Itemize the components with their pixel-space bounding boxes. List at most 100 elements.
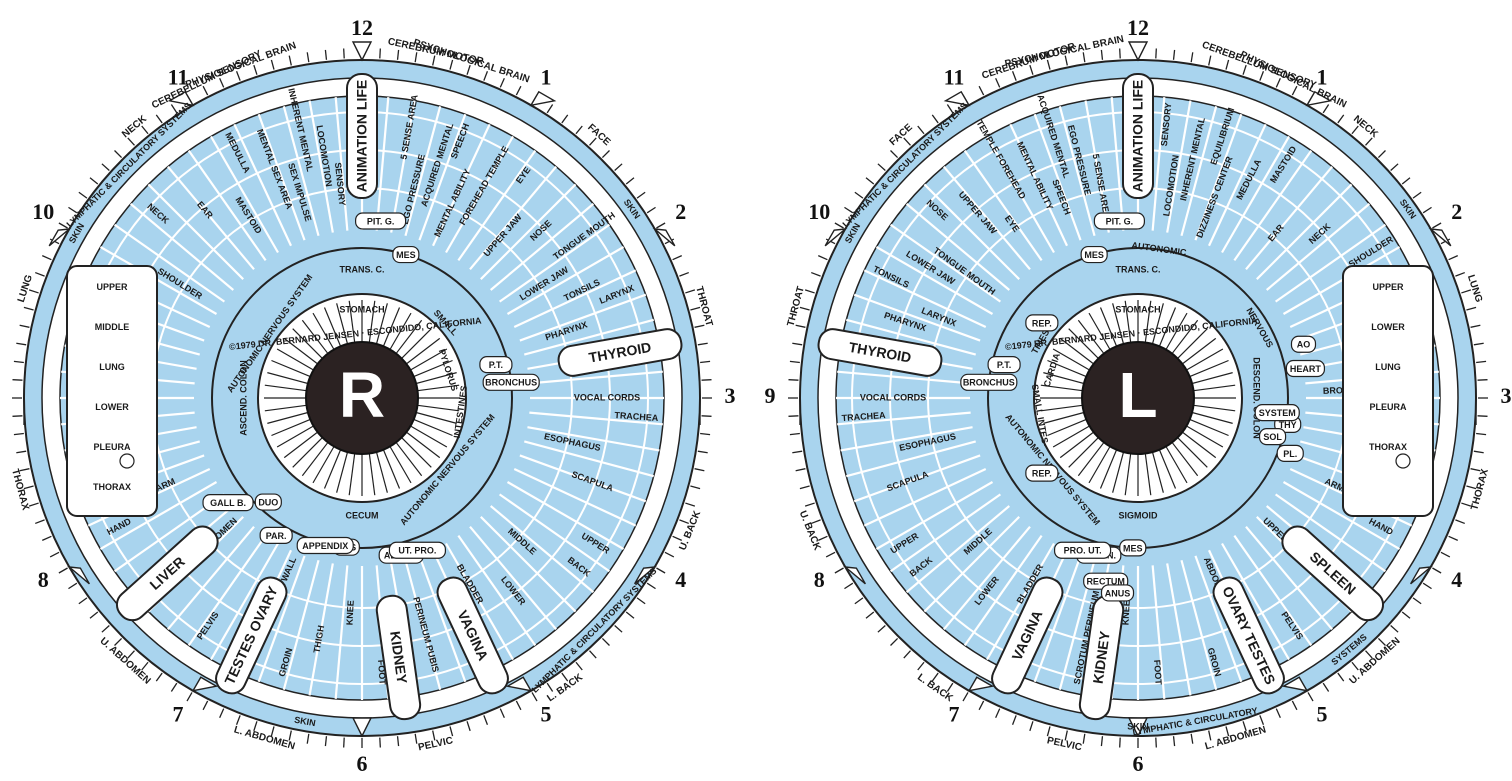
outer-region-label: THORAX [1469, 468, 1491, 512]
body-zone-label: VOCAL CORDS [860, 392, 926, 402]
stomach-spoke [1165, 312, 1188, 350]
stomach-spoke [368, 300, 376, 343]
tick-mark [41, 535, 52, 541]
clock-number: 10 [32, 199, 54, 224]
tick-mark [1473, 342, 1484, 346]
tick-mark [49, 551, 60, 558]
clock-number: 7 [949, 702, 960, 727]
tick-mark [575, 661, 583, 671]
clock-number: 6 [1133, 751, 1144, 776]
tick-mark [664, 551, 675, 558]
tick-mark [589, 137, 597, 146]
tick-mark [58, 222, 68, 229]
thorax-circle-marker [1395, 453, 1411, 469]
small-organ-tag: MES [396, 250, 416, 260]
clock-number: 1 [1317, 64, 1328, 89]
small-organ-tag-shape [1025, 464, 1059, 482]
stomach-spoke [312, 312, 335, 350]
small-organ-tag: GALL B. [210, 498, 246, 508]
stomach-spoke [264, 384, 307, 392]
outer-region-label: LUNG [1465, 273, 1484, 304]
zone-divider [963, 534, 1043, 647]
outer-region-label: LUNG [16, 273, 35, 304]
lung-box-label: UPPER [1372, 282, 1404, 292]
zone-divider [513, 269, 637, 328]
tick-mark [1082, 733, 1086, 744]
tick-mark [694, 324, 705, 328]
tick-mark [1412, 191, 1422, 199]
tick-mark [646, 206, 656, 214]
tick-mark [854, 191, 864, 199]
tick-mark [101, 625, 110, 633]
stomach-spoke [348, 300, 356, 343]
outer-region-label: NECK [1351, 114, 1380, 141]
outer-region-label: U. BACK [677, 509, 703, 552]
zone-divider [519, 454, 647, 503]
small-organ-tag: SYSTEM [1259, 408, 1296, 418]
tick-mark [127, 650, 135, 659]
tick-mark [23, 306, 34, 311]
tick-mark [68, 206, 78, 214]
tick-mark [1455, 271, 1465, 277]
tick-mark [672, 535, 683, 541]
stomach-spoke [292, 328, 323, 359]
zone-divider [99, 481, 218, 550]
tick-mark [799, 306, 810, 311]
zone-divider [187, 534, 267, 647]
tick-mark [155, 672, 163, 682]
tick-mark [114, 150, 123, 159]
tick-mark [679, 519, 689, 525]
tick-mark [903, 137, 911, 146]
stomach-spoke [1177, 328, 1208, 359]
tick-mark [1476, 432, 1487, 436]
clock-marker-triangle [652, 228, 676, 247]
stomach-spoke [1043, 411, 1085, 424]
tick-mark [1119, 48, 1121, 59]
tick-mark [1401, 177, 1411, 185]
stomach-spoke [1068, 437, 1099, 468]
zone-divider [853, 293, 981, 342]
stomach-spoke [264, 404, 307, 412]
zone-divider [334, 565, 349, 699]
tick-mark [962, 692, 969, 702]
tick-mark [946, 682, 954, 692]
small-organ-tag: SOL [1263, 432, 1282, 442]
tick-mark [1470, 324, 1481, 328]
tick-mark [35, 271, 45, 277]
tick-mark [1365, 137, 1373, 146]
stomach-spoke [1182, 431, 1217, 459]
small-organ-tag-shape [1119, 539, 1147, 557]
clock-number: 12 [351, 15, 373, 40]
tick-mark [854, 597, 864, 605]
stomach-spoke [395, 319, 423, 354]
small-organ-tag: ANUS [1105, 588, 1131, 598]
organ-tab-shape [817, 328, 943, 377]
small-organ-tag: PAR. [266, 531, 287, 541]
tick-mark [1011, 715, 1017, 725]
tick-mark [636, 191, 646, 199]
zone-divider [875, 246, 994, 315]
clock-number: 4 [1451, 567, 1462, 592]
small-organ-tag: THY [1279, 420, 1297, 430]
tick-mark [170, 682, 178, 692]
clock-number: 10 [808, 199, 830, 224]
body-zone-label: FOOT [1152, 659, 1164, 685]
tick-mark [1337, 114, 1345, 124]
stomach-spoke [406, 337, 441, 365]
pupil [1081, 341, 1195, 455]
small-organ-tag: P.T. [489, 360, 503, 370]
tick-mark [834, 567, 844, 574]
tick-mark [877, 163, 886, 171]
tick-mark [589, 650, 597, 659]
eye-letter: L [1118, 359, 1157, 431]
small-organ-tag-shape [296, 536, 354, 555]
tick-mark [1029, 64, 1034, 75]
tick-mark [343, 737, 345, 748]
tick-mark [614, 625, 623, 633]
tick-mark [1011, 71, 1017, 81]
tick-mark [253, 721, 258, 732]
outer-region-label: FACE [888, 122, 915, 148]
tick-mark [685, 502, 696, 507]
tick-mark [811, 271, 821, 277]
